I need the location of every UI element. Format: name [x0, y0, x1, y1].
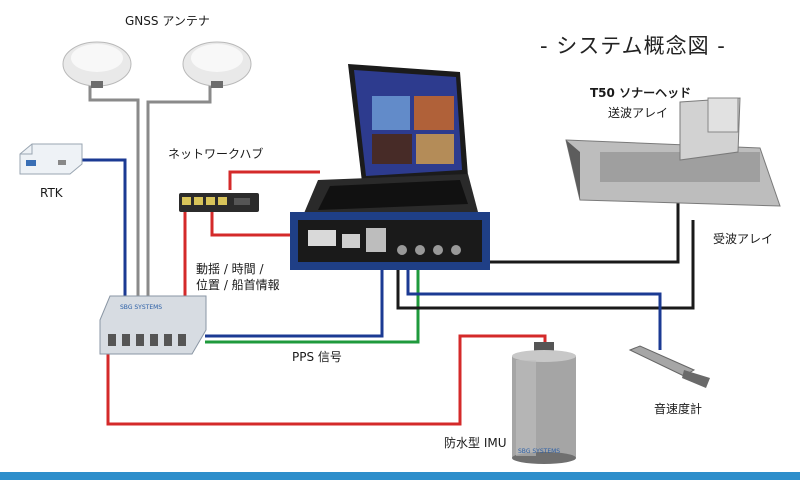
motion-data-cable	[205, 262, 384, 338]
receive-array-cable	[396, 220, 695, 310]
gnss-antenna-icon	[62, 41, 132, 88]
pps-label: PPS 信号	[292, 350, 342, 364]
ins-brand-logo: SBG SYSTEMS	[120, 304, 163, 311]
imu-cable	[106, 334, 547, 426]
network-hub-icon	[179, 193, 259, 212]
antenna-cable-2	[146, 82, 212, 300]
receive-array-label: 受波アレイ	[713, 232, 774, 246]
laptop-processor-icon	[290, 64, 490, 270]
imu-label: 防水型 IMU	[444, 436, 507, 450]
ins-unit-icon	[99, 295, 207, 355]
rtk-cable	[78, 158, 127, 300]
motion-data-label-line2: 位置 / 船首情報	[196, 278, 280, 292]
sound-velocity-cable	[406, 262, 662, 350]
imu-icon	[512, 342, 576, 464]
gnss-antenna-icon	[182, 41, 252, 88]
sound-velocity-label: 音速度計	[654, 402, 703, 416]
imu-brand-logo: SBG SYSTEMS	[518, 448, 561, 455]
sonar-head-icon	[565, 97, 781, 207]
pps-cable	[205, 262, 420, 344]
motion-data-label-line1: 動揺 / 時間 /	[196, 262, 264, 276]
diagram-title: - システム概念図 -	[540, 34, 726, 58]
gnss-antenna-label: GNSS アンテナ	[125, 14, 210, 28]
antenna-cable-1	[88, 80, 140, 300]
sonar-head-label: T50 ソナーヘッド	[590, 86, 692, 100]
rtk-label: RTK	[40, 186, 63, 200]
sound-velocity-probe-icon	[628, 345, 710, 388]
transmit-array-cable	[432, 190, 680, 264]
bottom-accent-band	[0, 472, 800, 480]
transmit-array-label: 送波アレイ	[608, 106, 669, 120]
hub-to-processor-cable-a	[228, 170, 320, 190]
rtk-receiver-icon	[19, 143, 83, 175]
network-hub-label: ネットワークハブ	[168, 147, 264, 161]
